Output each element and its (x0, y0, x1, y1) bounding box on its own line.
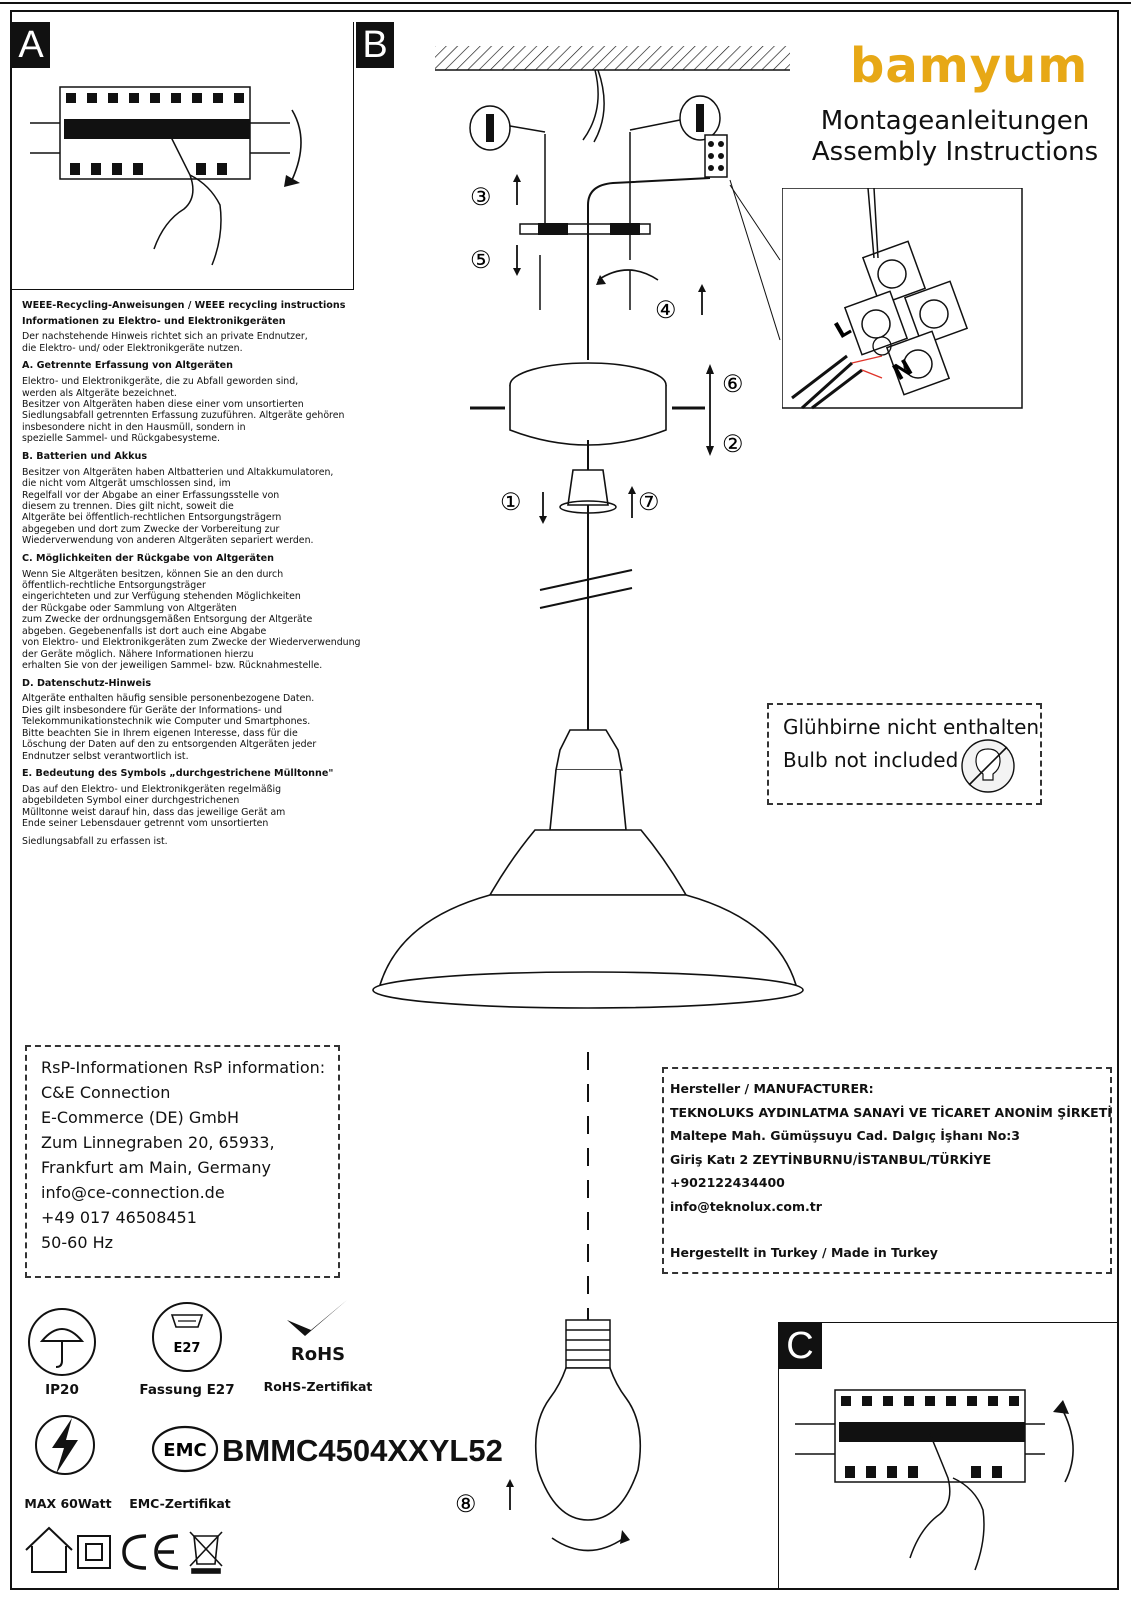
weee-section-title: B. Batterien und Akkus (22, 450, 148, 462)
bulb-notice-en: Bulb not included (783, 748, 959, 772)
panel-c (778, 1322, 1119, 1590)
crossed-bin-icon (189, 1531, 223, 1574)
rsp-line: info@ce-connection.de (41, 1183, 225, 1202)
manufacturer-line: Maltepe Mah. Gümüşsuyu Cad. Dalgıç İşhan… (670, 1128, 1020, 1143)
step-7-label: ⑦ (638, 488, 660, 516)
weee-section-title: D. Datenschutz-Hinweis (22, 677, 152, 689)
rohs-label: RoHS-Zertifikat (263, 1379, 373, 1394)
compliance-symbols (25, 1526, 223, 1574)
indoor-use-icon (25, 1526, 73, 1573)
weee-subheading: Informationen zu Elektro- und Elektronik… (22, 315, 286, 327)
step-8-label: ⑧ (455, 1490, 477, 1518)
emc-mark: EMC (163, 1440, 206, 1461)
manufacturer-line: info@teknolux.com.tr (670, 1198, 822, 1214)
class-ii-icon (77, 1535, 111, 1569)
rsp-information-box: RsP-Informationen RsP information: C&E C… (25, 1045, 340, 1278)
socket-mark: E27 (174, 1341, 201, 1356)
panel-a-tag: A (12, 22, 50, 68)
step-1-label: ① (500, 488, 522, 516)
breaker-on-illustration (795, 1389, 1074, 1571)
rsp-line: Zum Linnegraben 20, 65933, (41, 1133, 275, 1152)
socket-e27-icon: E27 (152, 1302, 222, 1372)
weee-section-title: C. Möglichkeiten der Rückgabe von Altger… (22, 552, 274, 564)
step-5-label: ⑤ (470, 246, 492, 274)
bulb-not-included-notice: Glühbirne nicht enthalten Bulb not inclu… (767, 703, 1042, 805)
ip20-label: IP20 (45, 1382, 79, 1398)
weee-section-text: Wenn Sie Altgeräten besitzen, können Sie… (22, 568, 361, 672)
model-number: BMMC4504XXYL52 (222, 1433, 503, 1468)
rsp-line: E-Commerce (DE) GmbH (41, 1108, 239, 1127)
socket-label: Fassung E27 (139, 1382, 235, 1398)
assembly-drawing: ③ ⑤ ④ ⑥ ② ① ⑦ ⑧ (372, 46, 804, 1552)
rsp-line: RsP-Informationen RsP information: (41, 1058, 326, 1077)
max-power-icon (35, 1415, 95, 1475)
ceiling (435, 46, 790, 70)
ce-mark-icon (122, 1534, 179, 1570)
step-3-label: ③ (470, 183, 492, 211)
step-4-label: ④ (655, 296, 677, 324)
weee-section-text: Elektro- und Elektronikgeräte, die zu Ab… (22, 376, 345, 445)
manufacturer-line: Hersteller / MANUFACTURER: (670, 1081, 874, 1096)
manufacturer-line: Hergestellt in Turkey / Made in Turkey (670, 1245, 938, 1260)
weee-section-title: E. Bedeutung des Symbols „durchgestriche… (22, 768, 334, 780)
step-6-label: ⑥ (722, 370, 744, 398)
manufacturer-line: +902122434400 (670, 1175, 785, 1190)
weee-instructions: WEEE-Recycling-Anweisungen / WEEE recycl… (22, 300, 442, 853)
weee-section-title: A. Getrennte Erfassung von Altgeräten (22, 360, 233, 372)
weee-closing: Siedlungsabfall zu erfassen ist. (22, 835, 168, 847)
manufacturer-box: Hersteller / MANUFACTURER: TEKNOLUKS AYD… (662, 1067, 1112, 1274)
rsp-line: +49 017 46508451 (41, 1208, 197, 1227)
panel-a (12, 22, 354, 290)
no-bulb-icon (961, 739, 1015, 793)
manufacturer-line (670, 1218, 1110, 1241)
emc-label: EMC-Zertifikat (129, 1496, 231, 1511)
instructions-title: Montageanleitungen Assembly Instructions (810, 106, 1100, 168)
max-power-label: MAX 60Watt (24, 1496, 112, 1511)
title-en: Assembly Instructions (811, 137, 1099, 167)
weee-section-text: Altgeräte enthalten häufig sensible pers… (22, 693, 317, 762)
step-2-label: ② (722, 430, 744, 458)
weee-intro: Der nachstehende Hinweis richtet sich an… (22, 331, 308, 354)
weee-section-text: Das auf den Elektro- und Elektronikgerät… (22, 783, 286, 830)
wiring-detail: L N (782, 188, 1023, 410)
rsp-line: Frankfurt am Main, Germany (41, 1158, 271, 1177)
ip20-icon (28, 1308, 96, 1376)
rsp-line: 50-60 Hz (41, 1233, 114, 1252)
top-rule (0, 2, 1131, 4)
emc-icon: EMC (151, 1425, 219, 1473)
weee-heading: WEEE-Recycling-Anweisungen / WEEE recycl… (22, 300, 346, 311)
document-frame (10, 10, 1119, 1590)
bulb-notice-de: Glühbirne nicht enthalten (783, 715, 1040, 739)
rsp-line: C&E Connection (41, 1083, 171, 1102)
weee-section-text: Besitzer von Altgeräten haben Altbatteri… (22, 466, 334, 547)
rohs-mark: RoHS (290, 1344, 346, 1365)
panel-b-tag: B (356, 22, 394, 68)
rohs-check-icon (287, 1300, 347, 1336)
title-de: Montageanleitungen (820, 106, 1090, 136)
brand-logo: bamyum (850, 38, 1089, 94)
panel-c-tag: C (778, 1323, 822, 1369)
manufacturer-line: Giriş Katı 2 ZEYTİNBURNU/İSTANBUL/TÜRKİY… (670, 1151, 992, 1167)
breaker-off-illustration (30, 86, 302, 266)
manufacturer-line: TEKNOLUKS AYDINLATMA SANAYİ VE TİCARET A… (670, 1104, 1112, 1120)
